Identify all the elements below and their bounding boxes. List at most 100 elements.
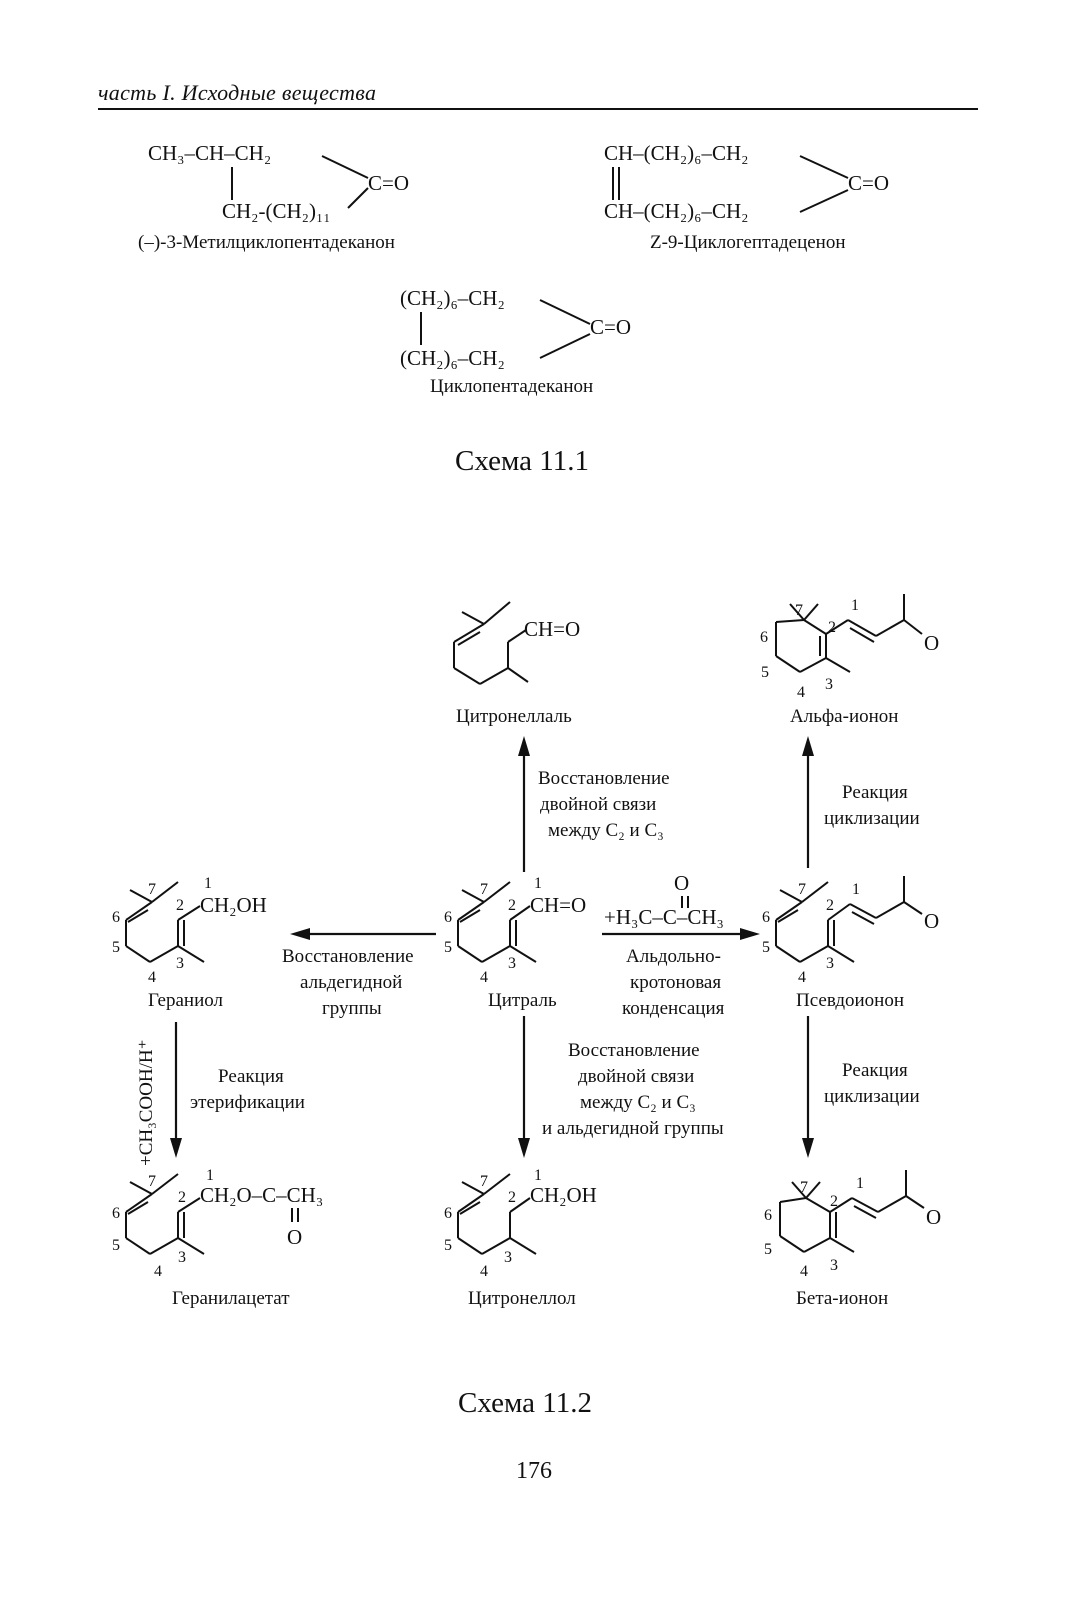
bond-line [125,901,153,921]
bond-line [877,1195,907,1213]
formula-text: и альдегидной группы [542,1118,724,1139]
arrow-geraniol-to-acetate [170,1022,182,1158]
bond-line [805,1181,821,1199]
atom-number: 4 [800,1263,808,1280]
bond-line [875,619,905,637]
bond-line [799,657,827,673]
atom-number: 1 [204,875,212,892]
compound-name: Бета-ионон [796,1288,888,1309]
compound-pseudoionone: O 7 1 2 3 4 5 6 Псевдоионон [762,876,939,1011]
arrow-head [170,1138,182,1158]
bond-line [849,627,875,643]
bond-line [905,1195,925,1209]
bond-line [827,945,855,963]
bond-line [457,631,481,646]
bond-line [803,603,819,621]
arrow-citral-to-pseudo [602,928,760,940]
formula-text: группы [322,998,382,1019]
arrow-pseudo-to-alpha [802,736,814,868]
formula-bottom: CH₂-(CH₂)₁₁ [222,199,331,223]
atom-number: 4 [798,969,806,986]
arrow-citral-to-geraniol [290,928,436,940]
formula-top: CH–(CH₂)₆–CH₂ [604,141,748,165]
condition-pseudo-to-alpha: Реакция циклизации [824,782,920,829]
formula-text: CH=O [530,893,586,917]
bond-line [803,1237,831,1253]
bond-line [461,1181,485,1195]
bond-line [481,1237,511,1255]
carbonyl-group: C=O [368,171,409,195]
bond-line [483,601,511,625]
bond-line [125,945,151,963]
atom-number: 3 [178,1249,186,1266]
formula-text: циклизации [824,1086,920,1107]
bond-line [827,903,851,921]
atom-number: 2 [830,1193,838,1210]
atom-number: 1 [534,1167,542,1184]
condition-citral-to-pseudo: Альдольно- кротоновая конденсация [622,946,725,1019]
arrow-citral-to-citronellal [518,736,530,872]
carbonyl-group: C=O [848,171,889,195]
bond-line [779,1197,807,1203]
bond-line [799,945,829,963]
atom-number: 5 [761,664,769,681]
atom-number: 2 [508,1189,516,1206]
formula-text: Восстановление [568,1040,700,1061]
compound-alpha-ionone: O 7 1 2 3 4 5 6 Альфа-ионон [760,594,939,727]
atom-number: 5 [112,1237,120,1254]
formula-text: CH₂OH [200,893,267,917]
atom-number: 4 [480,969,488,986]
atom-number: 3 [825,676,833,693]
atom-number: 2 [176,897,184,914]
bond-line [461,611,485,625]
reagent-acetic-acid: +CH₃COOH/H⁺ [136,1039,157,1166]
bond-line [479,667,509,685]
atom-number: 6 [764,1207,772,1224]
bond-line [779,889,803,903]
arrow-head [518,1138,530,1158]
bond-line [903,619,923,635]
atom-number: 6 [112,1205,120,1222]
bond-line [129,1181,153,1195]
bond-line [483,881,511,903]
formula-text: CH₂O–C–CH₃ [200,1183,323,1207]
atom-number: 5 [764,1241,772,1258]
atom-number: 6 [444,909,452,926]
atom-number: 2 [178,1189,186,1206]
compound-cyclopentadecanone: (CH₂)₆–CH₂ (CH₂)₆–CH₂ C=O Циклопентадека… [400,286,631,397]
bond-line [177,905,201,921]
bond-line [457,945,483,963]
formula-text: Восстановление [538,768,670,789]
bond-line [825,657,851,673]
running-header: часть I. Исходные вещества [98,80,377,105]
compound-name: Циклопентадеканон [430,376,593,397]
bond-line [149,1237,179,1255]
compound-beta-ionone: O 7 1 2 3 4 5 6 Бета-ионон [764,1170,941,1309]
compound-citronellal: CH=O Цитронеллаль [453,601,580,727]
bond-line [849,903,877,919]
formula-text: O [924,631,939,655]
atom-number: 7 [480,1173,488,1190]
formula-text: O [926,1205,941,1229]
bond-line [799,155,849,179]
bond-line [125,1193,153,1213]
atom-number: 6 [762,909,770,926]
bond-line [127,1201,149,1215]
bond-line [507,667,529,683]
atom-number: 4 [148,969,156,986]
bond-line [829,1237,855,1253]
bond-line [851,911,875,925]
atom-number: 5 [444,1237,452,1254]
bond-line [481,945,511,963]
condition-citral-to-geraniol: Восстановление альдегидной группы [282,946,414,1019]
formula-bottom: CH–(CH₂)₆–CH₂ [604,199,748,223]
bond-line [789,603,805,621]
bond-line [509,1237,537,1255]
bond-line [125,1237,151,1255]
bond-line [151,1173,179,1195]
formula-text: +H₃C–C–CH₃ [604,905,724,929]
atom-number: 7 [148,1173,156,1190]
compound-name: Альфа-ионон [790,706,898,727]
compound-geraniol: CH₂OH 7 1 2 3 4 5 6 Гераниол [112,875,267,1011]
